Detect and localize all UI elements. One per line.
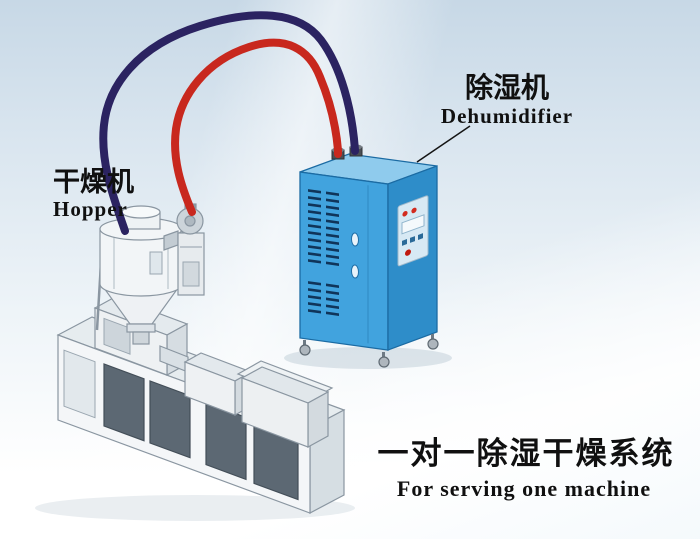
indicator-light xyxy=(411,207,417,214)
vent-grid-lower xyxy=(308,281,339,316)
cabinet-side-face xyxy=(387,165,438,351)
cabinet-front-face xyxy=(299,171,389,351)
vent-grid-upper xyxy=(308,189,339,266)
base-front-face xyxy=(57,334,311,514)
caster xyxy=(378,352,390,368)
red-pipe xyxy=(171,38,342,216)
hopper-sight-glass xyxy=(149,251,163,275)
extruder-machine xyxy=(56,296,346,514)
hopper-dryer xyxy=(95,205,183,345)
machine-end-panel xyxy=(63,349,96,419)
machine-shadow xyxy=(35,495,355,521)
hopper-flange xyxy=(126,323,156,333)
door-handle xyxy=(351,264,359,279)
hopper-throat xyxy=(132,331,150,345)
machine-door xyxy=(149,380,191,459)
indicator-light xyxy=(402,210,408,217)
panel-key xyxy=(402,239,407,246)
label-dryer-cn: 干燥机 xyxy=(53,167,134,198)
label-dehumidifier-en: Dehumidifier xyxy=(441,104,573,128)
caster xyxy=(299,340,311,356)
right-cover xyxy=(236,360,334,449)
dehumidifier xyxy=(299,144,439,368)
machine-door xyxy=(103,363,145,442)
blower-fan-hub xyxy=(184,215,196,227)
caption-cn: 一对一除湿干燥系统 xyxy=(378,436,675,472)
hopper-cap xyxy=(121,205,161,230)
blower-panel xyxy=(182,261,200,287)
dehumidifier-leader-line xyxy=(416,125,471,163)
panel-key xyxy=(418,233,423,240)
label-dehumidifier-cn: 除湿机 xyxy=(465,71,549,104)
door-handle xyxy=(351,232,359,247)
caption-en: For serving one machine xyxy=(397,476,651,501)
cabinet-shadow xyxy=(284,347,452,369)
control-panel xyxy=(397,195,429,267)
label-dryer-en: Hopper xyxy=(53,197,128,221)
panel-key xyxy=(410,236,415,243)
panel-button xyxy=(405,249,411,256)
caster xyxy=(427,334,439,350)
panel-display xyxy=(401,214,425,235)
blue-pipe xyxy=(99,11,359,235)
